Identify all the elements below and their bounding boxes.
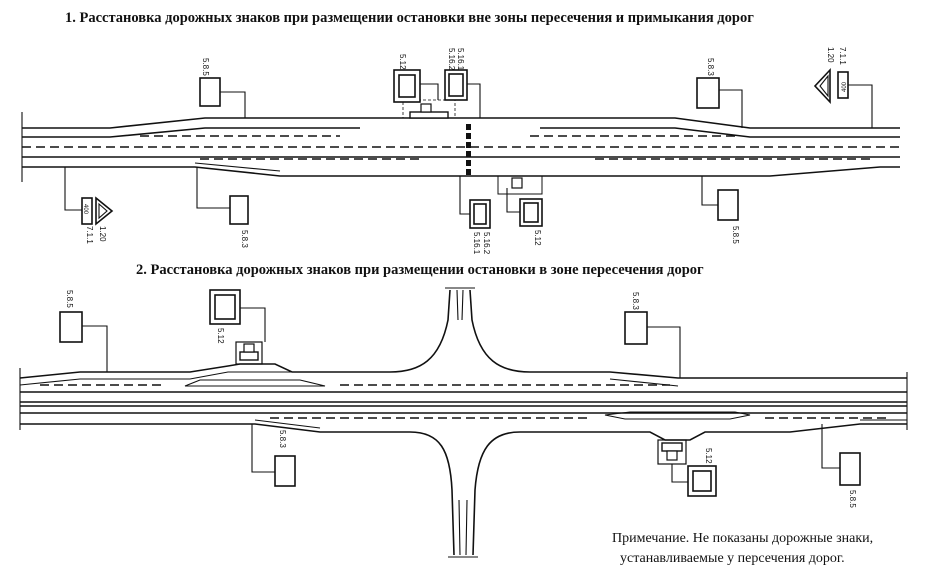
sign-5-8-3-top: 5.8.3: [696, 58, 743, 128]
sign2-5-8-3-bottom: 5.8.3: [251, 424, 296, 487]
section1-title: 1. Расстановка дорожных знаков при разме…: [65, 10, 754, 26]
sign-5-8-5-bottom: 5.8.5: [701, 176, 740, 244]
bus-stop-2-top: [235, 341, 263, 365]
sign2-5-8-5-top: 5.8.5: [59, 290, 108, 372]
sign2-5-12-top: 5.12: [209, 289, 266, 344]
sign-1-20-top: 400 1.20 7.1.1: [813, 47, 873, 128]
sign2-5-8-5-bottom: 5.8.5: [821, 424, 861, 508]
svg-text:7.1.1: 7.1.1: [838, 47, 847, 65]
bus-stop-2-bottom: [657, 439, 687, 465]
crosswalk: [466, 124, 471, 175]
sign-5-8-5-top: 5.8.5: [199, 58, 246, 118]
sign-5-12-top: 5.12: [393, 54, 439, 103]
svg-text:5.16.1: 5.16.1: [456, 48, 465, 71]
road-1: [21, 99, 900, 195]
svg-text:5.8.3: 5.8.3: [706, 58, 715, 76]
svg-text:5.8.3: 5.8.3: [278, 430, 287, 448]
svg-text:1.20: 1.20: [826, 47, 835, 63]
svg-text:5.8.5: 5.8.5: [848, 490, 857, 508]
svg-text:5.12: 5.12: [704, 448, 713, 464]
section2-title: 2. Расстановка дорожных знаков при разме…: [136, 262, 704, 278]
sign-5-16-top: 5.16.2 5.16.1: [444, 48, 481, 118]
svg-text:5.8.5: 5.8.5: [731, 226, 740, 244]
svg-text:7.1.1: 7.1.1: [85, 226, 94, 244]
svg-text:5.8.5: 5.8.5: [201, 58, 210, 76]
svg-text:5.16.1: 5.16.1: [472, 232, 481, 255]
note-line-2: устанавливаемые у персечения дорог.: [620, 551, 845, 566]
svg-text:5.8.3: 5.8.3: [631, 292, 640, 310]
svg-text:1.20: 1.20: [98, 226, 107, 242]
note-line-1: Примечание. Не показаны дорожные знаки,: [612, 531, 873, 546]
svg-text:5.12: 5.12: [216, 328, 225, 344]
sign2-5-12-bottom: 5.12: [671, 448, 717, 497]
sign-5-12-bottom: 5.12: [506, 188, 543, 246]
svg-text:5.12: 5.12: [398, 54, 407, 70]
svg-text:5.8.5: 5.8.5: [65, 290, 74, 308]
svg-text:5.12: 5.12: [533, 230, 542, 246]
road-2: [19, 287, 908, 558]
svg-text:400: 400: [82, 204, 88, 215]
sign-5-16-bottom: 5.16.1 5.16.2: [459, 176, 491, 255]
svg-text:5.16.2: 5.16.2: [482, 232, 491, 255]
sign-1-20-bottom: 400 7.1.1 1.20: [64, 167, 114, 244]
svg-text:400: 400: [842, 81, 848, 92]
sign-5-8-3-bottom: 5.8.3: [196, 167, 249, 248]
svg-text:5.16.2: 5.16.2: [447, 48, 456, 71]
sign2-5-8-3-top: 5.8.3: [624, 292, 681, 378]
svg-text:5.8.3: 5.8.3: [240, 230, 249, 248]
bus-stop-bottom: [497, 175, 543, 195]
bus-stop-top: [402, 99, 456, 119]
